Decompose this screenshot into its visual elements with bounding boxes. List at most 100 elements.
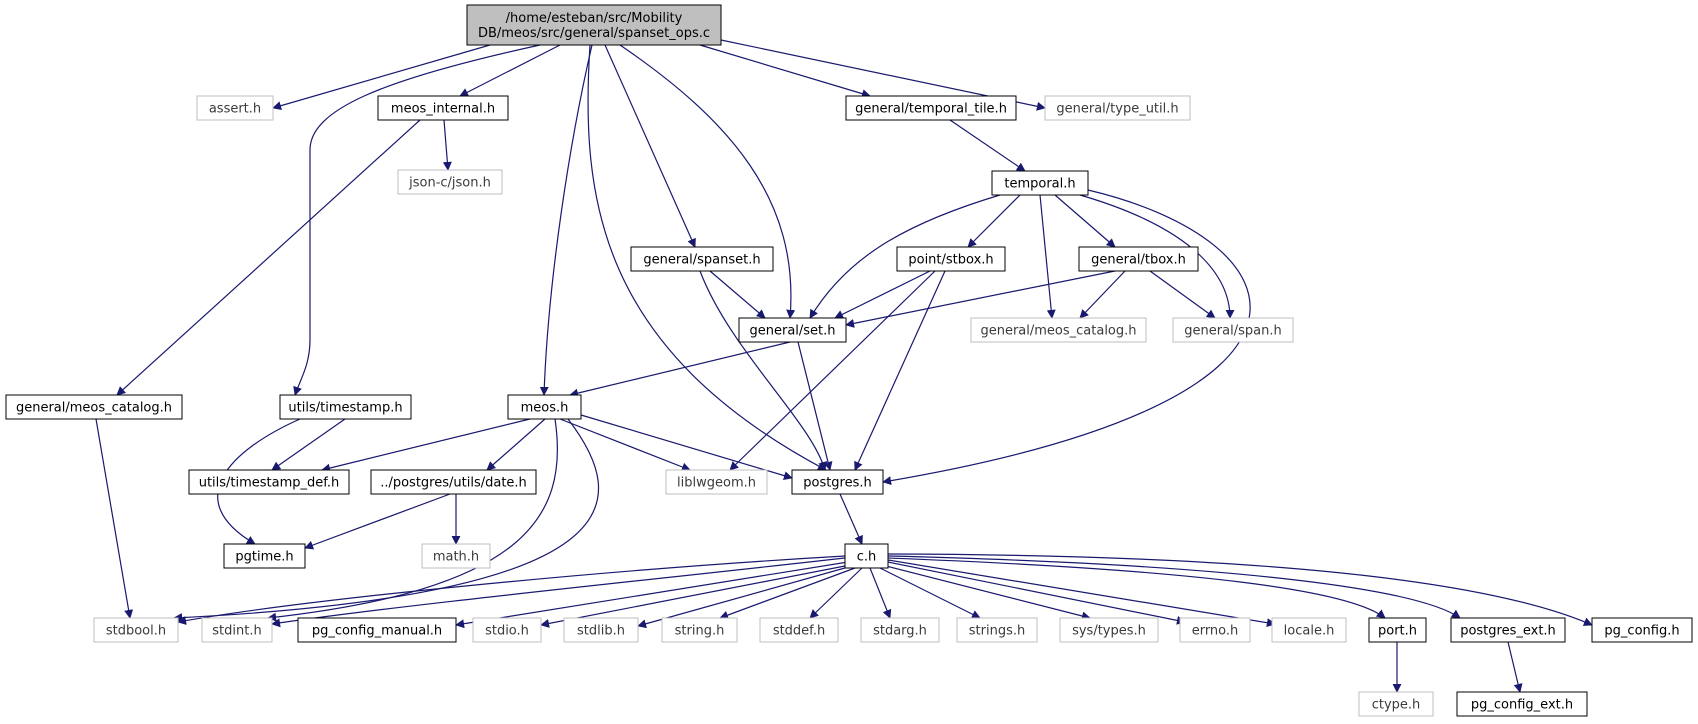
- node-label: general/meos_catalog.h: [16, 401, 172, 416]
- edge-meos-to-postgres: [580, 414, 793, 480]
- edge-c-to-stdarg: [869, 567, 892, 619]
- node-box: [370, 469, 537, 495]
- node-box: [970, 317, 1147, 343]
- edge-stbox-to-postgres: [854, 270, 946, 471]
- node-label: pg_config_ext.h: [1471, 698, 1573, 713]
- node-box: [196, 95, 274, 121]
- edge-root-to-postgres: [587, 44, 827, 471]
- node-meos[interactable]: meos.h: [507, 394, 582, 420]
- edge-root-to-meos_internal: [459, 44, 561, 97]
- node-label: general/tbox.h: [1091, 253, 1186, 268]
- node-pg_config_ext[interactable]: pg_config_ext.h: [1456, 691, 1588, 717]
- edge-set-to-postgres: [797, 341, 833, 471]
- node-port[interactable]: port.h: [1368, 617, 1427, 643]
- node-box: [1179, 617, 1251, 643]
- node-box: [377, 95, 509, 121]
- node-liblwgeom: liblwgeom.h: [665, 469, 768, 495]
- node-box: [507, 394, 582, 420]
- node-label: general/span.h: [1184, 324, 1281, 339]
- node-label: assert.h: [209, 102, 261, 117]
- node-label: string.h: [675, 624, 725, 639]
- node-pg_config[interactable]: pg_config.h: [1591, 617, 1693, 643]
- node-pg_config_manual[interactable]: pg_config_manual.h: [297, 617, 457, 643]
- edge-temporal_tile-to-temporal: [949, 119, 1026, 172]
- node-meos_catalog_l[interactable]: general/meos_catalog.h: [5, 394, 183, 420]
- node-box: [1059, 617, 1159, 643]
- node-c[interactable]: c.h: [844, 543, 889, 569]
- node-strings: strings.h: [956, 617, 1038, 643]
- node-label: stdio.h: [485, 624, 529, 639]
- edge-c-to-string: [719, 567, 856, 620]
- node-stdlib: stdlib.h: [563, 617, 639, 643]
- node-box: [279, 394, 412, 420]
- dependency-nodes: /home/esteban/src/MobilityDB/meos/src/ge…: [5, 4, 1693, 717]
- node-root[interactable]: /home/esteban/src/MobilityDB/meos/src/ge…: [466, 4, 722, 46]
- node-temporal[interactable]: temporal.h: [991, 170, 1089, 196]
- node-box: [1591, 617, 1693, 643]
- node-box: [1044, 95, 1191, 121]
- node-postgres_ext[interactable]: postgres_ext.h: [1450, 617, 1566, 643]
- node-box: [791, 469, 884, 495]
- node-label: locale.h: [1284, 624, 1335, 639]
- edge-root-to-assert: [272, 44, 491, 111]
- node-box: [896, 246, 1006, 272]
- node-box: [860, 617, 940, 643]
- edge-meos-to-stdint: [267, 418, 558, 622]
- edge-set-to-meos: [569, 341, 791, 398]
- edge-c-to-stdio: [540, 564, 851, 628]
- node-locale: locale.h: [1271, 617, 1347, 643]
- node-label: /home/esteban/src/Mobility: [506, 11, 683, 26]
- node-math: math.h: [421, 543, 491, 569]
- node-box: [421, 543, 491, 569]
- node-timestamp_def[interactable]: utils/timestamp_def.h: [188, 469, 350, 495]
- node-stbox[interactable]: point/stbox.h: [896, 246, 1006, 272]
- node-systypes: sys/types.h: [1059, 617, 1159, 643]
- edge-c-to-postgres_ext: [887, 555, 1461, 619]
- edge-timestamp-to-timestamp_def: [271, 418, 346, 471]
- node-tbox[interactable]: general/tbox.h: [1078, 246, 1199, 272]
- edge-meos_catalog_l-to-stdbool: [95, 418, 134, 619]
- edge-c-to-stdbool: [177, 555, 846, 625]
- node-label: pg_config_manual.h: [312, 624, 442, 639]
- node-set[interactable]: general/set.h: [738, 317, 847, 343]
- node-stddef: stddef.h: [759, 617, 839, 643]
- node-postgres[interactable]: postgres.h: [791, 469, 884, 495]
- node-box: [297, 617, 457, 643]
- edge-postgres-to-c: [839, 493, 863, 545]
- edge-date-to-pgtime: [304, 493, 451, 550]
- node-spanset[interactable]: general/spanset.h: [630, 246, 774, 272]
- node-timestamp[interactable]: utils/timestamp.h: [279, 394, 412, 420]
- node-pgtime[interactable]: pgtime.h: [223, 543, 306, 569]
- node-box: [1358, 691, 1434, 717]
- node-label: errno.h: [1192, 624, 1239, 639]
- edge-tbox-to-meos_catalog_r: [1079, 270, 1126, 319]
- edge-root-to-set: [619, 44, 796, 319]
- node-meos_internal[interactable]: meos_internal.h: [377, 95, 509, 121]
- node-box: [93, 617, 179, 643]
- node-json: json-c/json.h: [397, 169, 503, 195]
- node-label: postgres.h: [803, 476, 872, 491]
- node-box: [397, 169, 503, 195]
- node-label: meos.h: [521, 401, 569, 416]
- edge-meos_internal-to-json: [442, 119, 452, 171]
- node-temporal_tile[interactable]: general/temporal_tile.h: [845, 95, 1017, 121]
- edge-c-to-stdint: [271, 557, 846, 628]
- node-label: liblwgeom.h: [677, 476, 756, 491]
- node-label: general/type_util.h: [1056, 102, 1178, 117]
- dependency-edges: [95, 39, 1593, 693]
- node-box: [1450, 617, 1566, 643]
- node-label: meos_internal.h: [391, 102, 495, 117]
- node-date[interactable]: ../postgres/utils/date.h: [370, 469, 537, 495]
- edge-meos-to-timestamp_def: [321, 418, 531, 473]
- node-label: utils/timestamp.h: [288, 401, 402, 416]
- node-stdio: stdio.h: [472, 617, 542, 643]
- edge-c-to-pg_config_manual: [455, 561, 849, 629]
- edge-meos-to-liblwgeom: [559, 418, 691, 472]
- node-box: [5, 394, 183, 420]
- node-label: postgres_ext.h: [1460, 624, 1556, 639]
- node-label: json-c/json.h: [408, 176, 491, 191]
- node-label: stddef.h: [773, 624, 825, 639]
- edge-stbox-to-set: [834, 270, 931, 319]
- node-meos_catalog_r: general/meos_catalog.h: [970, 317, 1147, 343]
- node-label: stdlib.h: [577, 624, 625, 639]
